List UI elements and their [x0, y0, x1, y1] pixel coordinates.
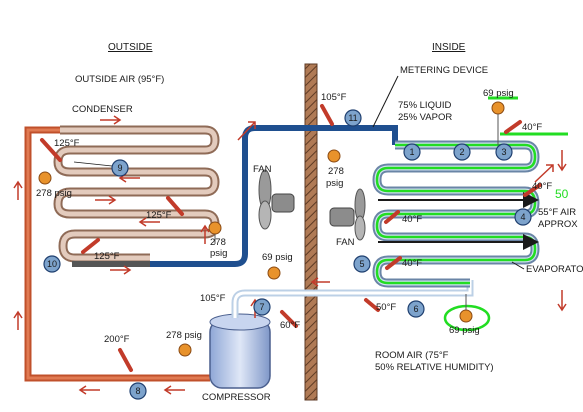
temp-200: 200°F: [104, 334, 130, 345]
point-8-label: 8: [135, 386, 140, 396]
point-4-circle: [514, 208, 532, 226]
temp-105-outside: 105°F: [200, 293, 226, 304]
hot-gas-line-inner: [26, 128, 210, 380]
evaporator-leader: [511, 261, 525, 270]
point-6-circle: [407, 300, 425, 318]
outside-air-label: OUTSIDE AIR (95°F): [75, 74, 164, 85]
suction-line-inner: [233, 280, 472, 318]
temp-105-inside: 105°F: [321, 92, 347, 103]
point-9-circle: [111, 159, 129, 177]
inside-fan: [329, 188, 366, 241]
point-3-circle: [495, 143, 513, 161]
pressure-278-mid-a: 278: [210, 237, 226, 248]
point-10-circle: [43, 255, 61, 273]
temperature-probes: [40, 104, 542, 372]
temp-125-top: 125°F: [54, 138, 80, 149]
handwritten-50: 50: [555, 187, 569, 201]
room-air-label-1: ROOM AIR (75°F: [375, 350, 449, 361]
pressure-278-condenser: 278 psig: [36, 188, 72, 199]
point-3-label: 3: [501, 147, 506, 157]
point-4-label: 4: [520, 212, 525, 222]
wall: [304, 63, 318, 401]
pressure-278-inside-b: psig: [326, 178, 343, 189]
flow-arrows: [13, 115, 567, 395]
point-7-circle: [253, 298, 271, 316]
liquid-line: [150, 125, 398, 267]
point-1-circle: [403, 143, 421, 161]
pressure-gauges: [38, 101, 505, 357]
pressure-69-top: 69 psig: [483, 88, 514, 99]
room-air-label-2: 50% RELATIVE HUMIDITY): [375, 362, 494, 373]
supply-air-label-2: APPROX: [538, 219, 578, 230]
compressor: [209, 313, 271, 389]
pressure-69-suction: 69 psig: [449, 325, 480, 336]
point-11-label: 11: [348, 113, 357, 123]
liquid-percent-label: 75% LIQUID: [398, 100, 451, 111]
vapor-percent-label: 25% VAPOR: [398, 112, 452, 123]
point-2-label: 2: [459, 147, 464, 157]
point-10-label: 10: [47, 259, 57, 269]
metering-device-label: METERING DEVICE: [400, 65, 488, 76]
green-highlight-path: [375, 143, 537, 285]
point-11-circle: [344, 109, 362, 127]
pressure-278-mid-b: psig: [210, 248, 227, 259]
point-markers: 1 2 3 4 5 6 7 8 9 10 11: [43, 109, 532, 400]
pressure-278-inside-a: 278: [328, 166, 344, 177]
condenser-label: CONDENSER: [72, 104, 133, 115]
temp-125-mid: 125°F: [146, 210, 172, 221]
point-5-label: 5: [359, 259, 364, 269]
temp-50: 50°F: [376, 302, 396, 313]
inside-fan-label: FAN: [336, 237, 355, 248]
temp-40-top: 40°F: [522, 122, 542, 133]
temp-125-low: 125°F: [94, 251, 120, 262]
temp-60: 60°F: [280, 320, 300, 331]
metering-device-leader: [372, 75, 399, 128]
outside-fan: [258, 169, 295, 230]
temp-40-exit: 40°F: [532, 181, 552, 192]
inside-header: INSIDE: [432, 42, 466, 53]
pressure-69-bottom: 69 psig: [262, 252, 293, 263]
point-7-label: 7: [259, 302, 264, 312]
point-6-label: 6: [413, 304, 418, 314]
temp-40-low: 40°F: [402, 258, 422, 269]
point-8-circle: [129, 382, 147, 400]
temp-40-mid: 40°F: [402, 214, 422, 225]
point-9-label: 9: [117, 163, 122, 173]
condenser-coil-inner: [55, 127, 218, 261]
point-2-circle: [453, 143, 471, 161]
outside-header: OUTSIDE: [108, 42, 153, 53]
supply-air-label-1: 55°F AIR: [538, 207, 576, 218]
highlight-gauge-circle: [443, 304, 491, 332]
point-5-circle: [353, 255, 371, 273]
pressure-278-discharge: 278 psig: [166, 330, 202, 341]
compressor-label: COMPRESSOR: [202, 392, 271, 403]
point-9-leader: [73, 161, 113, 167]
outside-fan-label: FAN: [253, 164, 272, 175]
point-1-label: 1: [409, 147, 414, 157]
